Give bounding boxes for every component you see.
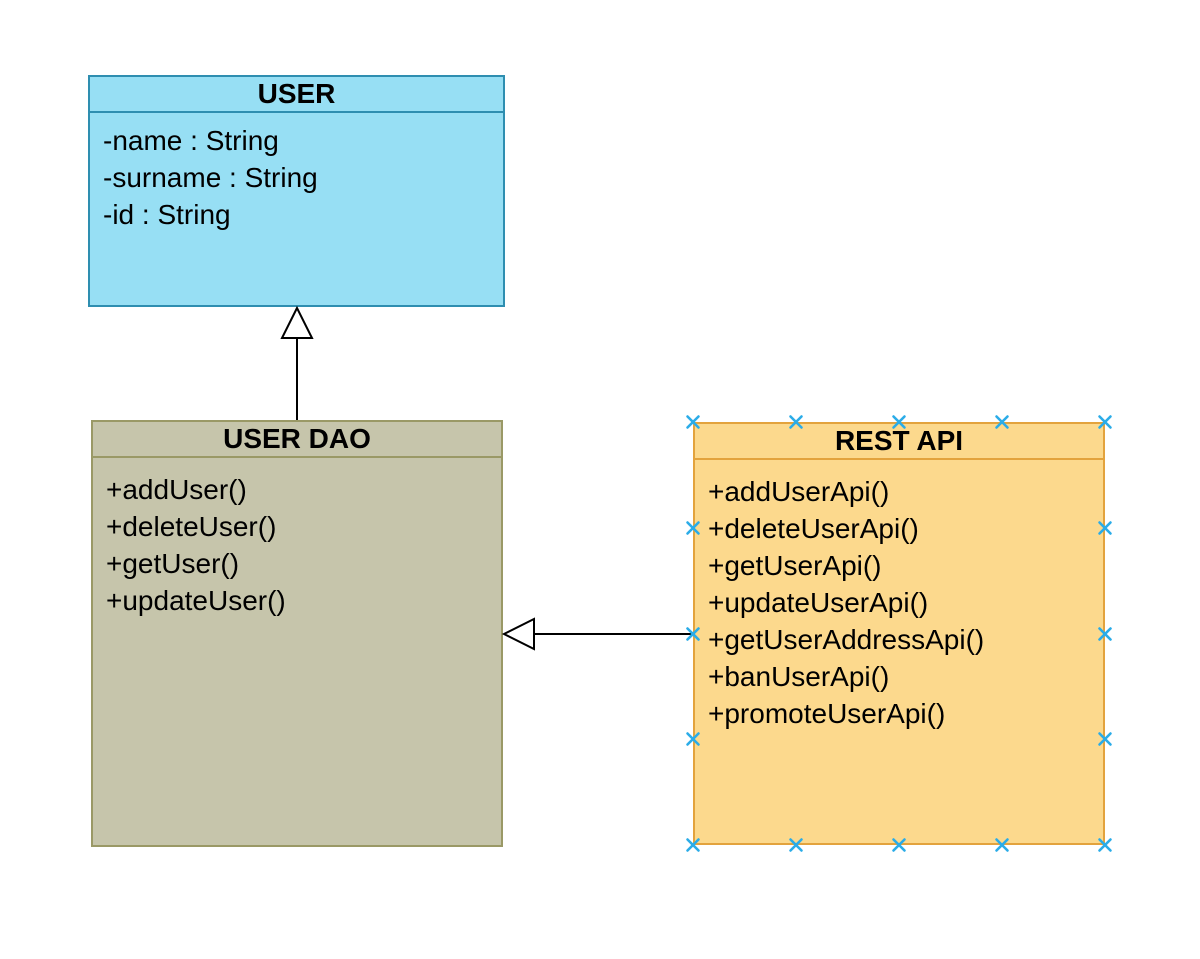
class-box-user-dao[interactable]: USER DAO +addUser() +deleteUser() +getUs… — [91, 420, 503, 847]
uml-method: +addUser() — [106, 474, 247, 505]
uml-method: +addUserApi() — [708, 476, 890, 507]
uml-method: +updateUser() — [106, 585, 286, 616]
class-box-user[interactable]: USER -name : String -surname : String -i… — [88, 75, 505, 307]
uml-attribute: -id : String — [103, 199, 231, 230]
uml-method: +getUserApi() — [708, 550, 882, 581]
uml-attribute: -surname : String — [103, 162, 318, 193]
uml-method: +deleteUserApi() — [708, 513, 919, 544]
class-title-rest-api: REST API — [695, 424, 1103, 460]
uml-method: +banUserApi() — [708, 661, 890, 692]
class-box-rest-api[interactable]: REST API +addUserApi() +deleteUserApi() … — [693, 422, 1105, 845]
uml-method: +updateUserApi() — [708, 587, 929, 618]
inheritance-edge-restapi-to-userdao[interactable] — [501, 617, 693, 651]
class-members-user-dao: +addUser() +deleteUser() +getUser() +upd… — [93, 458, 501, 619]
class-title-user: USER — [90, 77, 503, 113]
uml-attribute: -name : String — [103, 125, 279, 156]
uml-method: +getUser() — [106, 548, 240, 579]
class-title-user-dao: USER DAO — [93, 422, 501, 458]
class-members-rest-api: +addUserApi() +deleteUserApi() +getUserA… — [695, 460, 1103, 732]
uml-method: +deleteUser() — [106, 511, 277, 542]
inheritance-edge-userdao-to-user[interactable] — [280, 305, 314, 420]
uml-method: +promoteUserApi() — [708, 698, 946, 729]
class-members-user: -name : String -surname : String -id : S… — [90, 113, 503, 233]
uml-method: +getUserAddressApi() — [708, 624, 985, 655]
